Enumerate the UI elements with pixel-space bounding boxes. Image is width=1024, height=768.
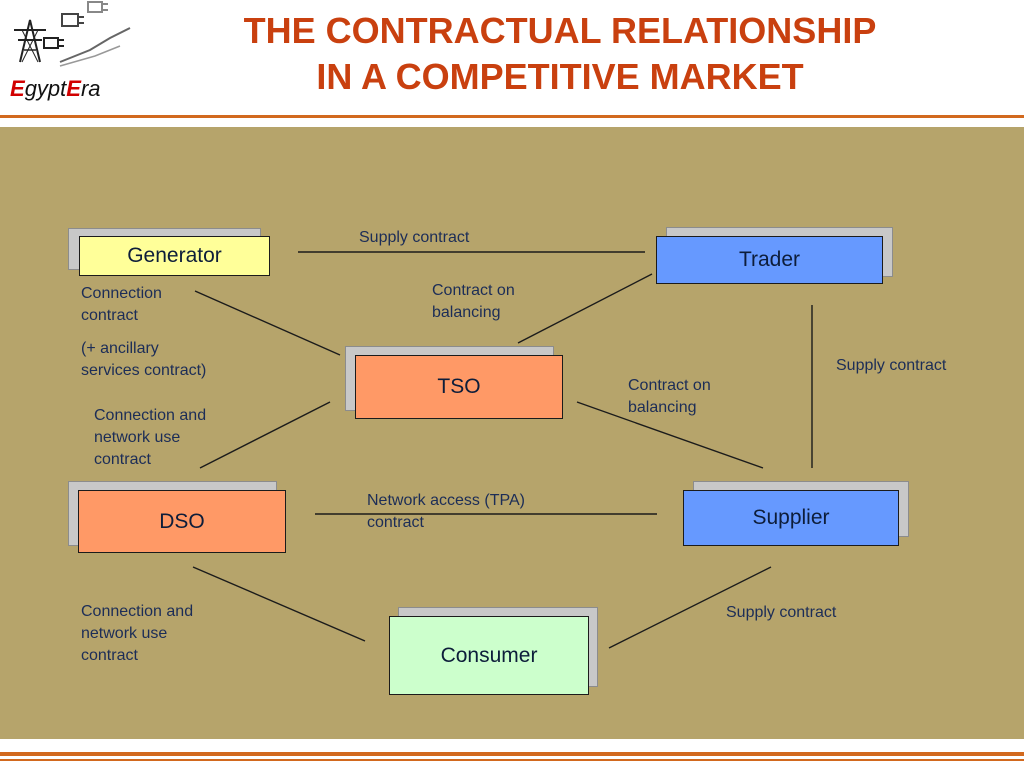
logo-wordmark: EgyptEra <box>10 76 101 101</box>
link-dso-consumer <box>192 566 366 642</box>
link-generator-tso <box>194 290 341 356</box>
title-line-2: IN A COMPETITIVE MARKET <box>316 56 804 97</box>
bottom-divider <box>0 752 1024 756</box>
link-supplier-consumer <box>608 566 772 649</box>
link-tso-supplier <box>576 401 764 469</box>
bottom-divider-thin <box>0 759 1024 761</box>
tso-box: TSO <box>355 355 563 419</box>
label-trader-supplier: Supply contract <box>836 357 947 374</box>
dso-box: DSO <box>78 490 286 553</box>
label-supplier-consumer: Supply contract <box>726 604 837 621</box>
trader-label: Trader <box>738 248 801 271</box>
supplier-box: Supplier <box>683 490 899 546</box>
logo: EgyptEra <box>0 0 150 110</box>
label-generator-tso-ancillary: (+ ancillary services contract) <box>81 340 207 379</box>
consumer-box: Consumer <box>389 616 589 695</box>
label-dso-supplier: Network access (TPA) contract <box>367 492 525 531</box>
supplier-label: Supplier <box>752 506 830 529</box>
label-tso-dso: Connection and network use contract <box>94 407 207 468</box>
top-divider <box>0 115 1024 118</box>
consumer-label: Consumer <box>440 643 538 667</box>
label-generator-tso-connection: Connection contract <box>81 285 162 324</box>
title-line-1: THE CONTRACTUAL RELATIONSHIP <box>243 10 877 51</box>
link-trader-tso <box>517 273 653 344</box>
generator-box: Generator <box>79 236 270 276</box>
link-tso-dso <box>199 401 331 469</box>
tso-label: TSO <box>437 375 481 398</box>
logo-pylon-icon <box>14 1 131 67</box>
trader-box: Trader <box>656 236 883 284</box>
label-dso-consumer: Connection and network use contract <box>81 603 194 664</box>
label-tso-supplier: Contract on balancing <box>628 377 711 416</box>
generator-label: Generator <box>127 244 222 267</box>
dso-label: DSO <box>159 509 205 533</box>
label-generator-trader: Supply contract <box>359 229 470 246</box>
page-title: THE CONTRACTUAL RELATIONSHIP IN A COMPET… <box>150 8 970 100</box>
label-trader-tso: Contract on balancing <box>432 282 515 321</box>
